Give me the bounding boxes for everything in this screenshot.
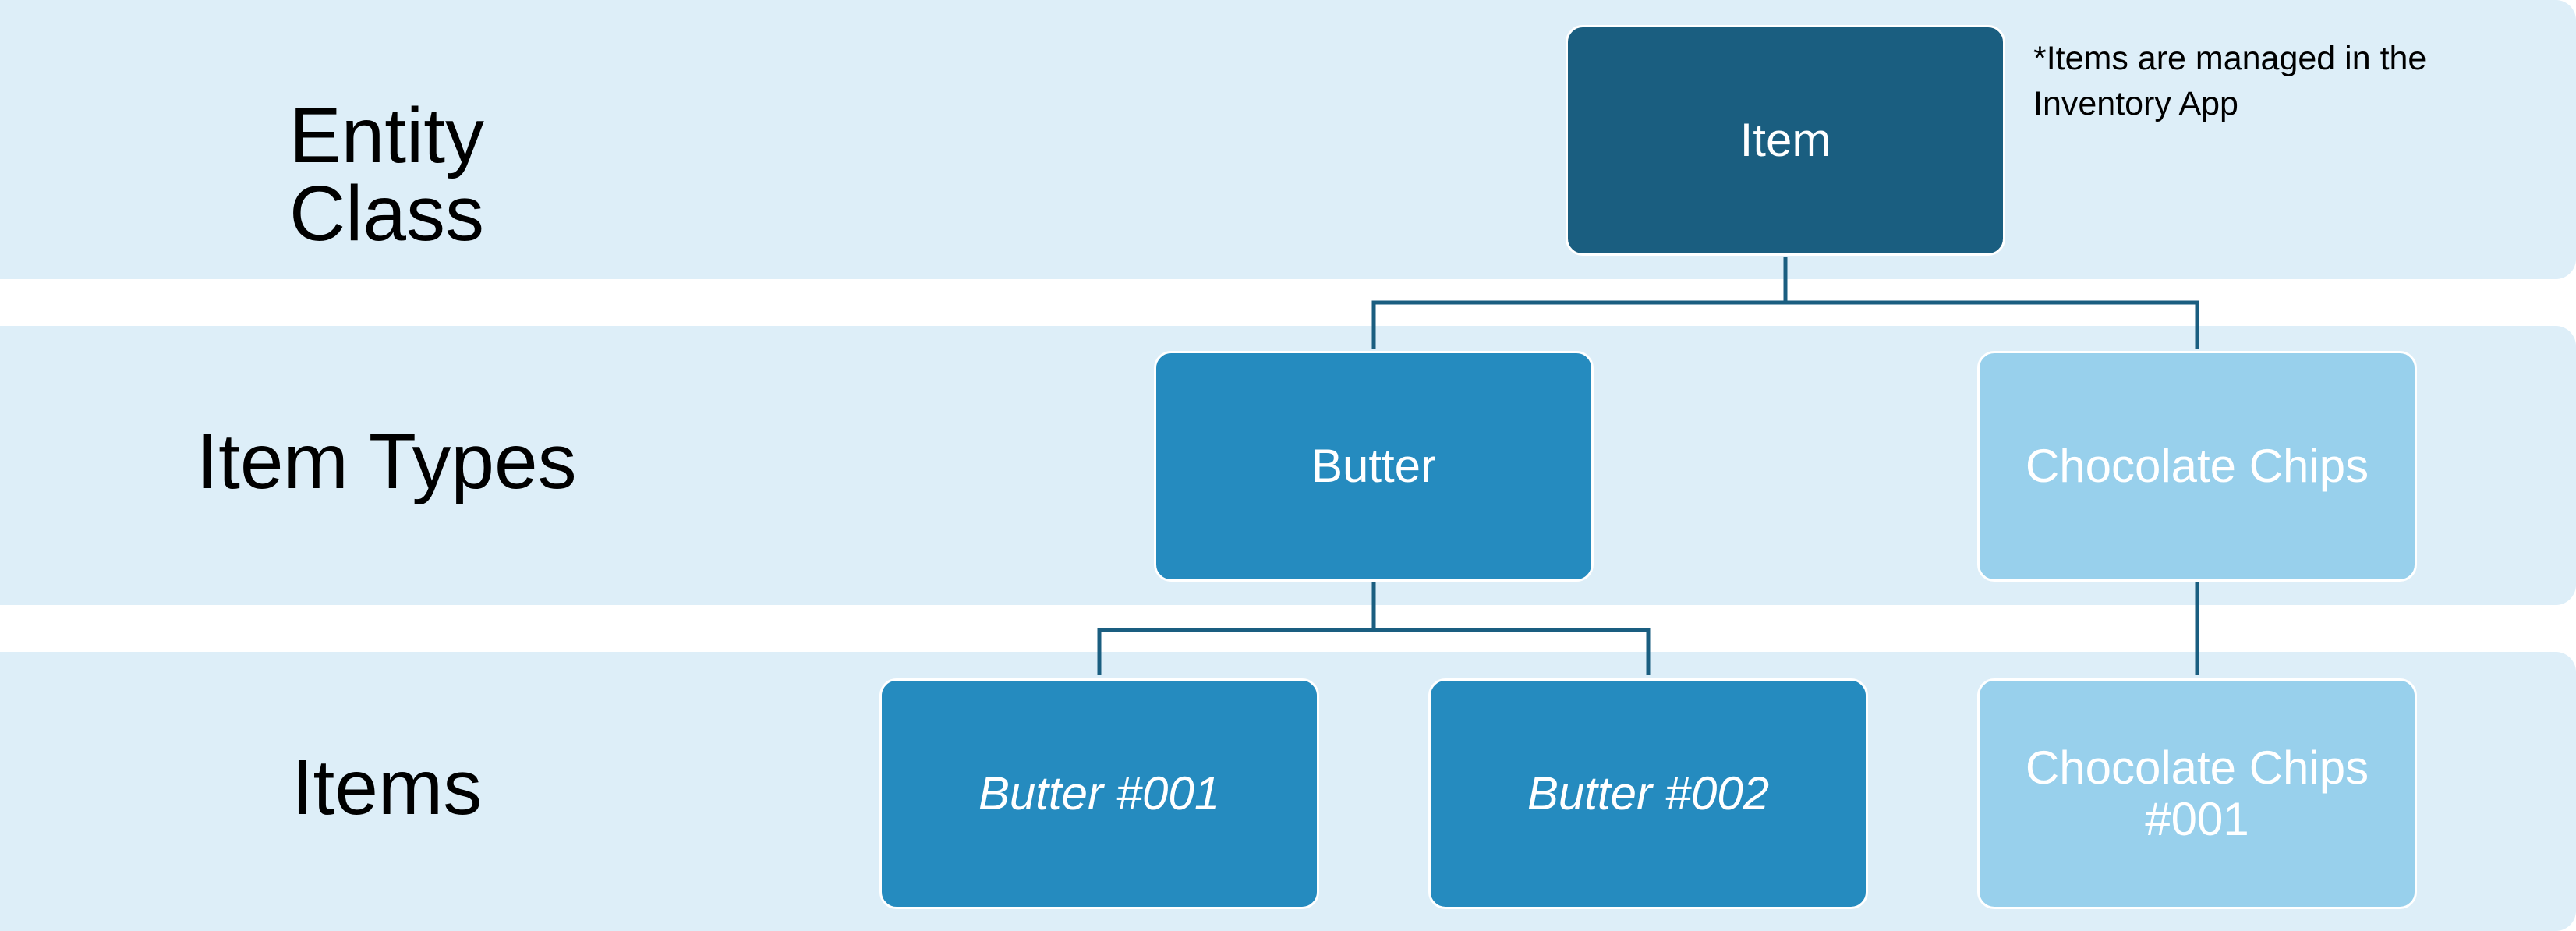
node-item-label: Item bbox=[1739, 114, 1831, 166]
band-label-item-types: Item Types bbox=[196, 418, 577, 505]
node-chocolate-chips-001: Chocolate Chips #001 bbox=[1977, 678, 2417, 909]
connector-item-to-types bbox=[1371, 257, 2199, 349]
node-butter-002: Butter #002 bbox=[1428, 678, 1868, 909]
band-entity-class bbox=[0, 0, 2576, 279]
inventory-note: *Items are managed in the Inventory App bbox=[2033, 40, 2427, 122]
band-label-items: Items bbox=[291, 744, 483, 831]
node-chocolate-chips-001-label: Chocolate Chips #001 bbox=[2025, 742, 2369, 845]
node-item: Item bbox=[1566, 25, 2005, 256]
node-butter-001: Butter #001 bbox=[879, 678, 1319, 909]
node-butter-type-label: Butter bbox=[1311, 440, 1437, 492]
node-butter-type: Butter bbox=[1154, 351, 1594, 582]
connector-butter-to-items bbox=[1097, 582, 1651, 675]
node-chocolate-chips-type-label: Chocolate Chips bbox=[2025, 440, 2369, 492]
node-chocolate-chips-type: Chocolate Chips bbox=[1977, 351, 2417, 582]
node-butter-001-label: Butter #001 bbox=[978, 767, 1221, 819]
band-label-entity-class: Entity Class bbox=[288, 92, 485, 257]
node-butter-002-label: Butter #002 bbox=[1527, 767, 1770, 819]
